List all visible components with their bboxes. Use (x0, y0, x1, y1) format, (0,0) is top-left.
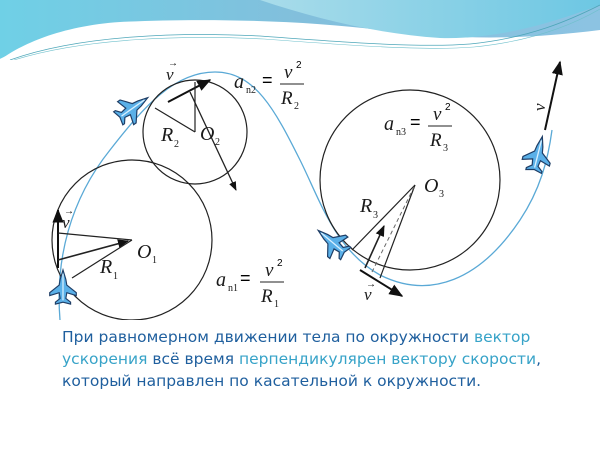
svg-text:n1: n1 (228, 283, 238, 294)
svg-text:v: v (166, 65, 174, 84)
svg-text:3: 3 (373, 210, 378, 221)
label-v3: v→ (364, 279, 376, 304)
formula-an2: a n2 = v 2 R 2 (234, 60, 304, 112)
svg-text:O: O (424, 175, 438, 197)
svg-text:a: a (234, 71, 244, 93)
explanation-text: При равномерном движении тела по окружно… (62, 326, 592, 392)
trajectory-curve (58, 71, 553, 320)
svg-text:v: v (284, 62, 293, 83)
svg-text:a: a (384, 113, 394, 135)
svg-text:2: 2 (296, 60, 302, 71)
svg-text:v: v (364, 285, 372, 304)
svg-text:1: 1 (113, 271, 118, 282)
svg-text:3: 3 (443, 143, 448, 154)
svg-text:2: 2 (174, 139, 179, 150)
svg-text:v: v (433, 104, 442, 125)
svg-text:=: = (410, 112, 421, 132)
circle-1 (51, 159, 213, 320)
label-v1: v→ (62, 206, 74, 232)
caption-seg1: При равномерном движении тела по окружно… (62, 328, 474, 346)
caption-seg3: всё время (147, 350, 239, 368)
svg-text:n2: n2 (246, 85, 256, 96)
svg-text:R: R (429, 130, 442, 151)
svg-text:1: 1 (274, 299, 279, 310)
svg-text:a: a (216, 269, 226, 291)
svg-text:R: R (160, 124, 173, 146)
svg-text:→: → (64, 206, 74, 217)
circle-3 (319, 89, 501, 271)
header-wave-decoration (0, 0, 600, 60)
svg-text:R: R (359, 195, 372, 217)
svg-text:2: 2 (445, 102, 451, 113)
svg-text:=: = (262, 70, 273, 90)
svg-text:v: v (62, 213, 70, 232)
svg-text:O: O (137, 241, 151, 263)
svg-text:v: v (530, 103, 549, 111)
label-v2: v→ (166, 58, 178, 84)
circle-2 (142, 79, 248, 185)
svg-text:→: → (168, 58, 178, 69)
svg-text:R: R (99, 256, 112, 278)
caption-seg5: , который направлен по касательной к окр… (62, 350, 542, 390)
caption-highlight-acceleration: вектор ускорения (62, 328, 531, 368)
label-v4: v (530, 103, 549, 111)
svg-text:O: O (200, 123, 214, 145)
svg-text:2: 2 (277, 258, 283, 269)
jet-plane-icon (48, 269, 78, 305)
svg-text:v: v (265, 260, 274, 281)
svg-text:2: 2 (215, 137, 220, 148)
formula-an3: a n3 = v 2 R 3 (384, 102, 452, 154)
svg-text:2: 2 (294, 101, 299, 112)
svg-text:n3: n3 (396, 127, 406, 138)
svg-text:=: = (240, 268, 251, 288)
svg-text:1: 1 (152, 255, 157, 266)
svg-text:→: → (366, 279, 376, 290)
svg-text:3: 3 (439, 189, 444, 200)
svg-text:R: R (280, 88, 293, 109)
caption-highlight-perpendicular: перпендикулярен вектору скорости (238, 350, 537, 368)
formula-an1: a n1 = v 2 R 1 (216, 258, 284, 310)
svg-text:R: R (260, 286, 273, 307)
